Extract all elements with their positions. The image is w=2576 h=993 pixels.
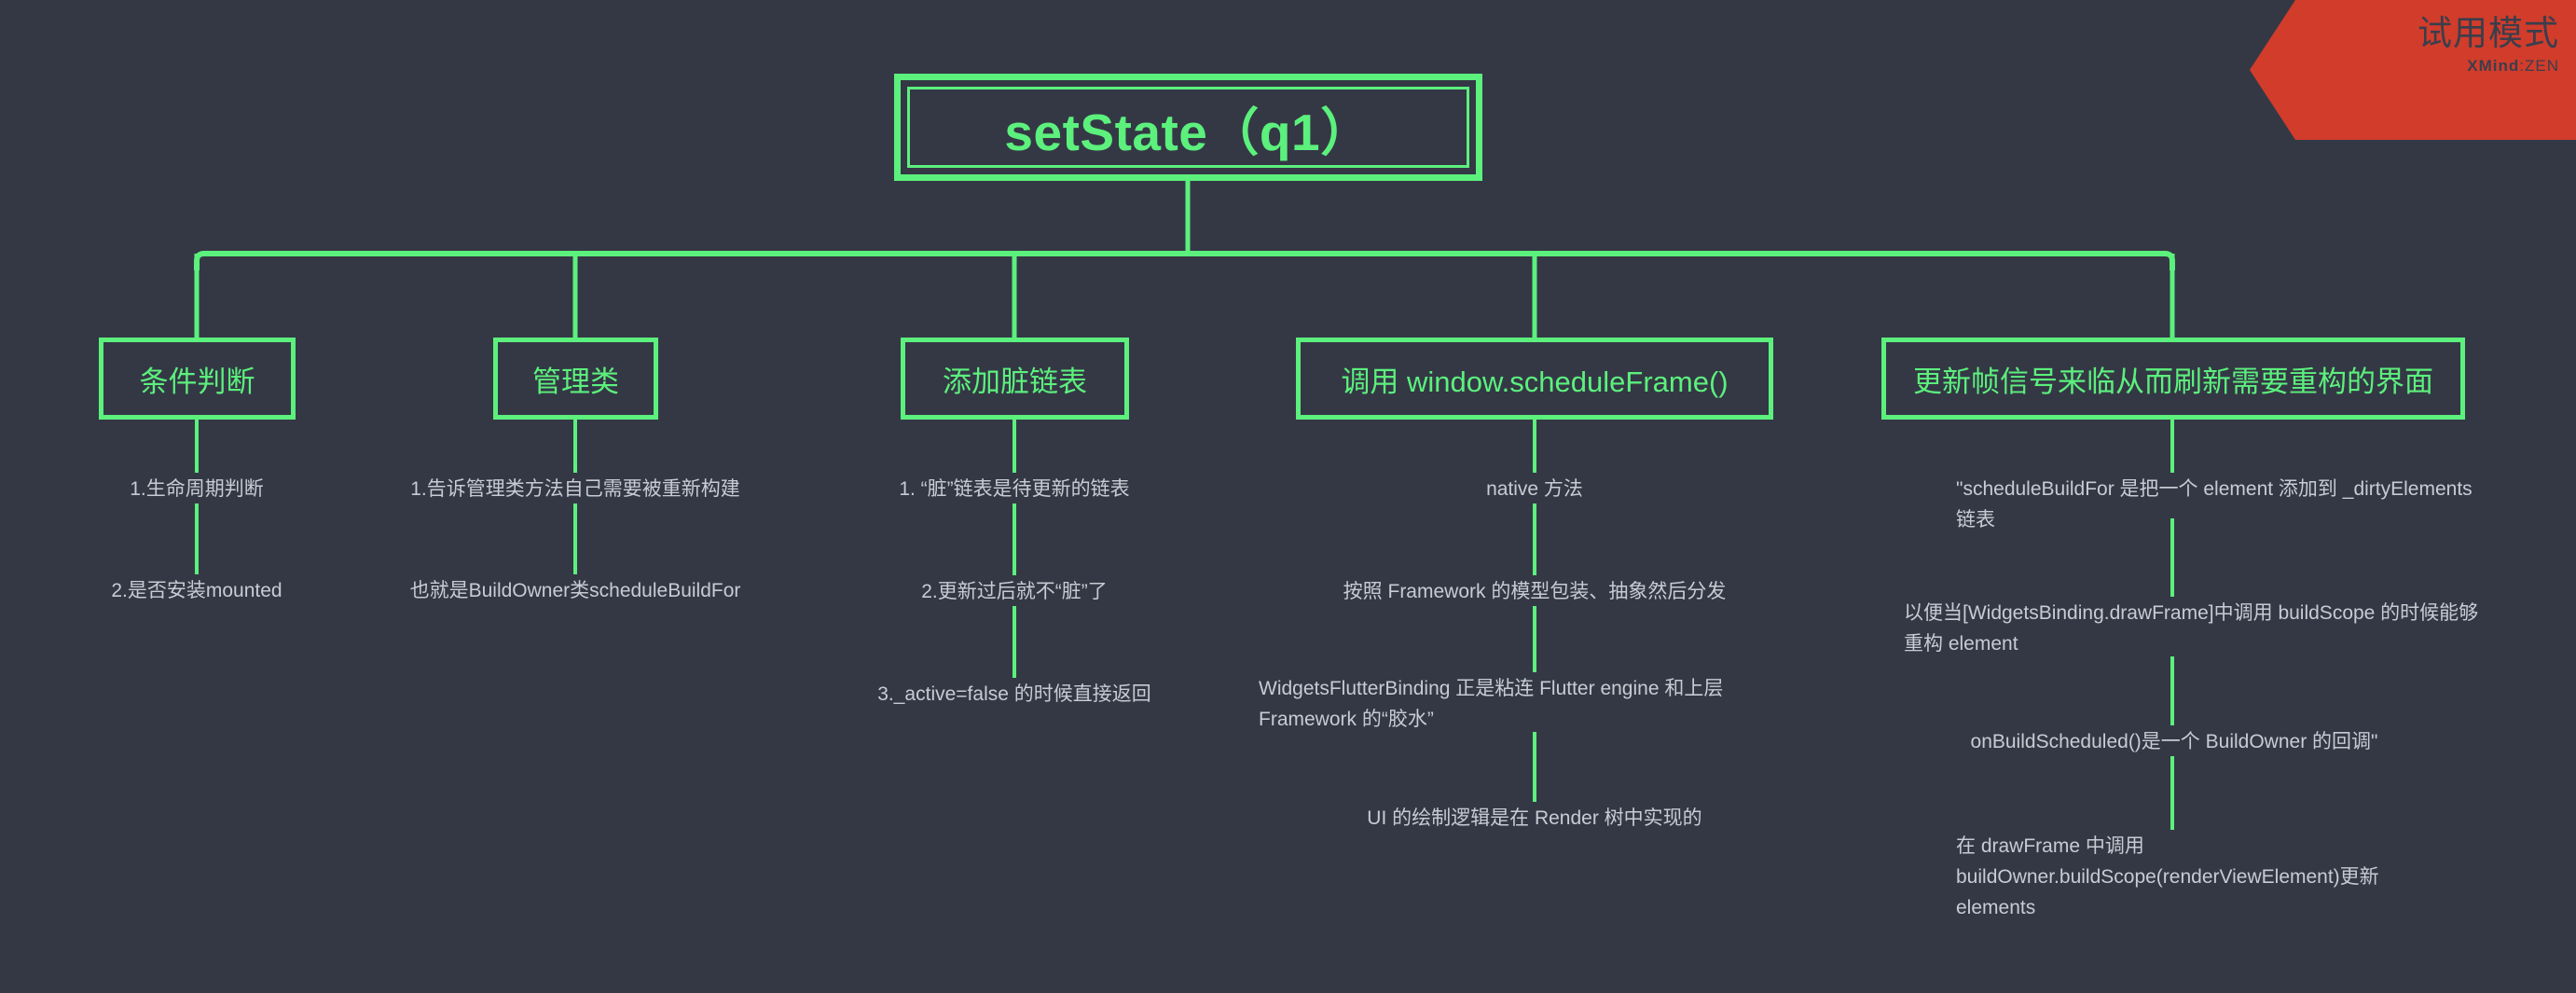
leaf-item[interactable]: 1.生命周期判断 [130, 478, 264, 500]
branch-node-dirty-list[interactable]: 添加脏链表 [901, 338, 1129, 420]
leaf-item[interactable]: onBuildScheduled()是一个 BuildOwner 的回调" [1970, 731, 2378, 752]
branch-node-schedule-frame[interactable]: 调用 window.scheduleFrame() [1296, 338, 1773, 420]
product-name-rest: ZEN [2525, 57, 2559, 75]
leaf-item[interactable]: 2.是否安装mounted [111, 580, 282, 601]
branch-node-manager[interactable]: 管理类 [493, 338, 658, 420]
branch-label: 调用 window.scheduleFrame() [1341, 365, 1729, 398]
product-name-bold: XMind [2467, 57, 2520, 75]
trial-mode-banner[interactable] [2250, 0, 2576, 140]
leaf-item[interactable]: 按照 Framework 的模型包装、抽象然后分发 [1343, 581, 1727, 602]
leaf-item[interactable]: UI 的绘制逻辑是在 Render 树中实现的 [1367, 807, 1702, 829]
leaf-item[interactable]: 在 drawFrame 中调用 buildOwner.buildScope(re… [1956, 835, 2379, 918]
leaf-item[interactable]: WidgetsFlutterBinding 正是粘连 Flutter engin… [1259, 678, 1724, 730]
leaf-item[interactable]: 2.更新过后就不“脏”了 [921, 581, 1108, 602]
branch-label: 条件判断 [139, 365, 255, 398]
leaf-item[interactable]: 1. “脏”链表是待更新的链表 [899, 478, 1130, 500]
leaf-item[interactable]: "scheduleBuildFor 是把一个 element 添加到 _dirt… [1956, 478, 2473, 531]
trial-banner-text: 试用模式 XMind:ZEN [2418, 13, 2559, 76]
leaf-item[interactable]: 3._active=false 的时候直接返回 [877, 683, 1151, 705]
root-node[interactable]: setState（q1） [894, 74, 1482, 181]
branch-node-condition[interactable]: 条件判断 [99, 338, 296, 420]
branch-label: 添加脏链表 [943, 365, 1087, 398]
branch-node-refresh-ui[interactable]: 更新帧信号来临从而刷新需要重构的界面 [1881, 338, 2465, 420]
product-logo: XMind:ZEN [2418, 56, 2559, 76]
trial-mode-title: 试用模式 [2418, 14, 2559, 52]
leaf-item[interactable]: 以便当[WidgetsBinding.drawFrame]中调用 buildSc… [1904, 602, 2479, 655]
product-separator: : [2519, 57, 2525, 75]
leaf-item[interactable]: 也就是BuildOwner类scheduleBuildFor [409, 580, 741, 601]
leaf-item[interactable]: 1.告诉管理类方法自己需要被重新构建 [410, 478, 740, 500]
leaf-item[interactable]: native 方法 [1486, 478, 1583, 500]
branch-label: 管理类 [532, 365, 619, 398]
root-label: setState（q1） [1004, 103, 1372, 161]
branch-label: 更新帧信号来临从而刷新需要重构的界面 [1913, 365, 2433, 398]
